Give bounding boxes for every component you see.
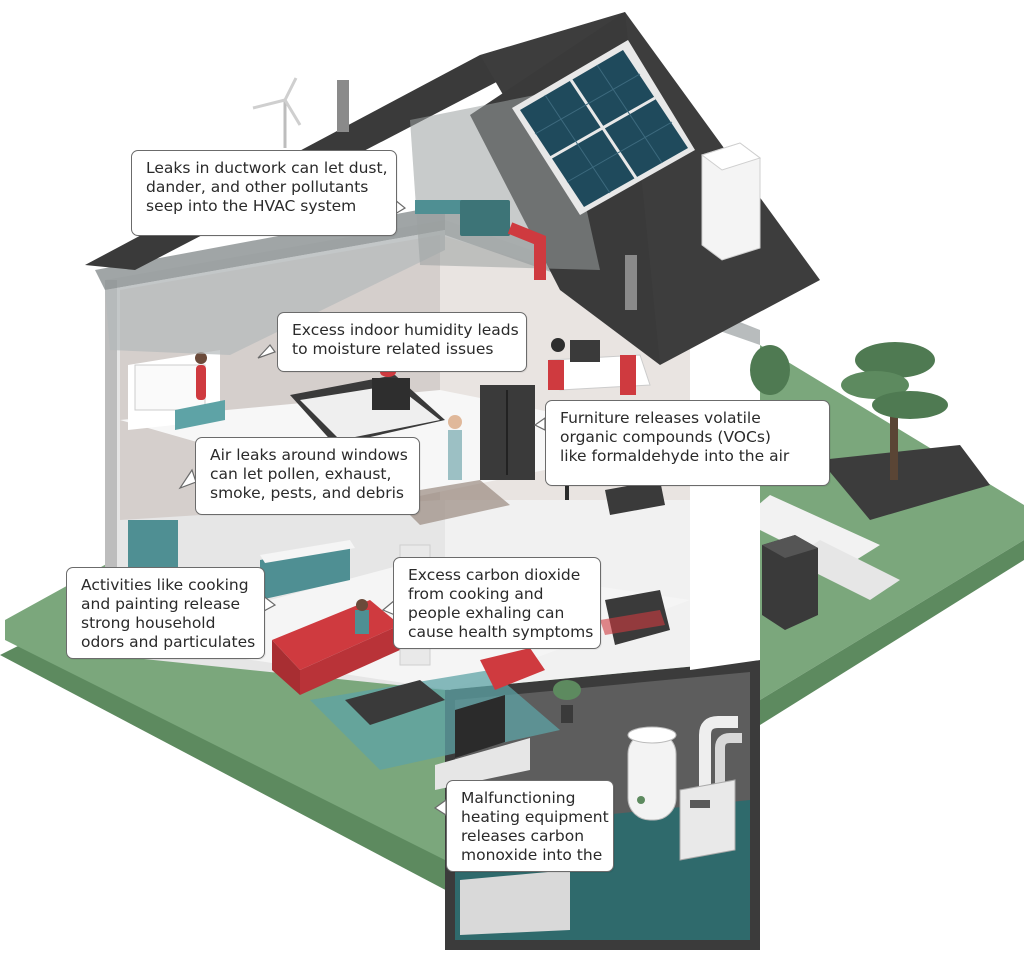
callout-pointers [178,198,546,817]
callout-furniture-line-2: organic compounds (VOCs) [560,428,771,446]
callout-co2-line-1: Excess carbon dioxide [408,566,581,584]
callout-cooking-line-4: odors and particulates [81,633,256,651]
callout-heating-line-2: heating equipment [461,808,609,826]
callout-carbon-dioxide: Excess carbon dioxide from cooking and p… [393,557,601,649]
callout-window-air-leaks: Air leaks around windows can let pollen,… [195,437,420,515]
callout-furniture-line-3: like formaldehyde into the air [560,447,790,465]
callout-co2-line-4: cause health symptoms [408,623,594,641]
callout-windows-line-3: smoke, pests, and debris [210,484,404,502]
callout-furniture-line-1: Furniture releases volatile [560,409,761,427]
callout-humidity-line-2: to moisture related issues [292,340,494,358]
callout-windows-line-2: can let pollen, exhaust, [210,465,392,483]
callout-cooking-painting: Activities like cooking and painting rel… [66,567,265,659]
callout-heating-line-3: releases carbon [461,827,585,845]
callout-furniture-vocs: Furniture releases volatile organic comp… [545,400,830,486]
callout-humidity-line-1: Excess indoor humidity leads [292,321,519,339]
callout-ductwork-line-2: dander, and other pollutants [146,178,369,196]
solar-panel-icon [512,40,695,215]
callout-cooking-line-2: and painting release [81,595,241,613]
callout-ductwork-line-1: Leaks in ductwork can let dust, [146,159,388,177]
tree-icon [750,342,948,480]
plant-icon [553,680,581,723]
callout-heating-line-4: monoxide into the [461,846,603,864]
callout-heating-equipment: Malfunctioning heating equipment release… [446,780,614,872]
callout-cooking-line-3: strong household [81,614,216,632]
callout-ductwork-line-3: seep into the HVAC system [146,197,357,215]
callout-indoor-humidity: Excess indoor humidity leads to moisture… [277,312,527,372]
ac-unit-icon [762,535,818,630]
furnace-icon [679,716,742,861]
chimney-icon [337,80,762,310]
bathroom [128,350,225,430]
living-room [272,544,670,790]
callout-windows-line-1: Air leaks around windows [210,446,408,464]
wind-turbine-icon [252,77,302,148]
callout-co2-line-3: people exhaling can [408,604,565,622]
bedroom [290,367,535,525]
kitchen [128,520,355,600]
callout-cooking-line-1: Activities like cooking [81,576,249,594]
office [548,338,651,395]
callout-heating-line-1: Malfunctioning [461,789,576,807]
callout-ductwork-leaks: Leaks in ductwork can let dust, dander, … [131,150,397,236]
water-heater-icon [627,726,677,821]
sofa-icon [272,599,400,695]
tv-icon [435,695,530,790]
callout-co2-line-2: from cooking and [408,585,544,603]
